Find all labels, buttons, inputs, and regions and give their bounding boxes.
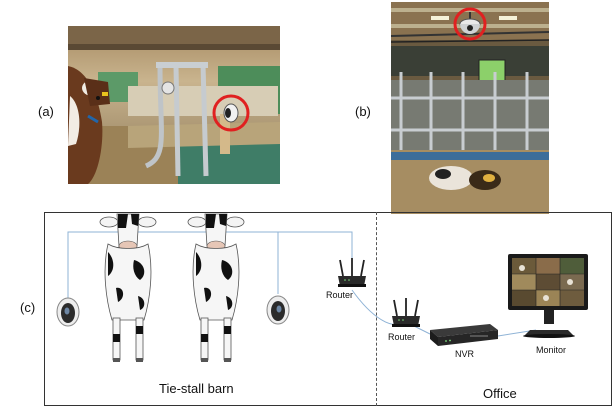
router-barn-label: Router — [326, 290, 354, 300]
nvr-label: NVR — [455, 349, 475, 359]
bullet-camera-icon — [56, 297, 80, 327]
zone-label-barn: Tie-stall barn — [159, 381, 234, 396]
panel-label-c: (c) — [20, 300, 36, 315]
panel-label-a: (a) — [38, 104, 54, 119]
zone-label-office: Office — [483, 386, 517, 401]
router-icon — [391, 297, 421, 328]
monitor-label: Monitor — [536, 345, 567, 355]
cow-icon — [99, 213, 157, 363]
camera-highlight-circle-b — [453, 7, 487, 41]
zone-divider — [376, 212, 377, 406]
panel-label-b: (b) — [355, 104, 371, 119]
photo-tie-stall-bullet-camera — [68, 26, 280, 184]
photo-overhead-dome-camera — [391, 2, 549, 214]
monitor-icon — [508, 254, 588, 338]
router-office-label: Router — [388, 332, 416, 342]
cow-icon — [187, 213, 245, 363]
camera-highlight-circle-a — [212, 94, 250, 132]
router-icon — [337, 257, 367, 288]
nvr-icon — [430, 324, 498, 346]
bullet-camera-icon — [266, 295, 290, 325]
